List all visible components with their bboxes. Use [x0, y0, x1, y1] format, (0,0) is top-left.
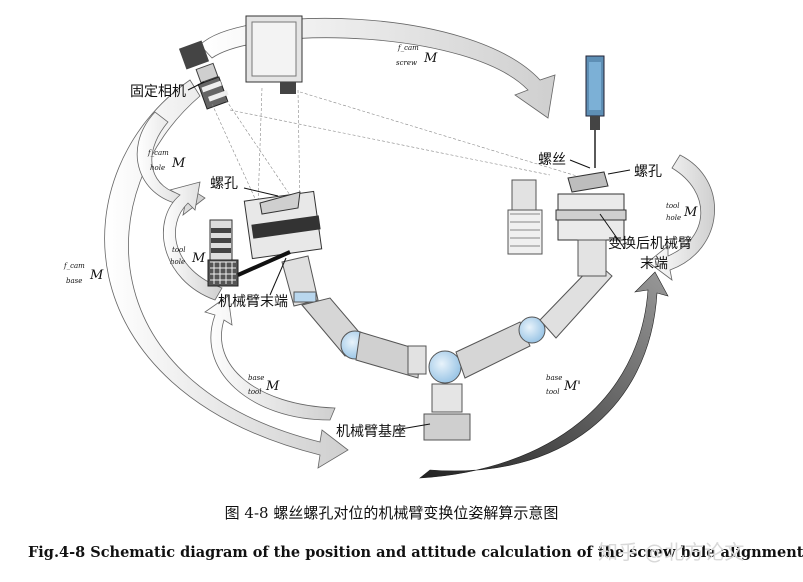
svg-text:M': M': [563, 379, 581, 394]
svg-text:M: M: [89, 268, 104, 283]
label-screw-hole-left: 螺孔: [210, 176, 238, 192]
transform-cam-base: f_cam base M: [63, 262, 104, 285]
label-fixed-camera: 固定相机: [130, 84, 186, 100]
transform-cam-hole: f_cam hole M: [147, 149, 186, 172]
svg-text:M: M: [171, 156, 186, 171]
arrow-base-to-tool: [204, 295, 336, 421]
svg-text:M: M: [683, 205, 698, 220]
svg-text:f_cam: f_cam: [397, 44, 419, 52]
svg-text:M: M: [265, 379, 280, 394]
label-transformed-end-2: 末端: [640, 256, 668, 272]
label-arm-base: 机械臂基座: [336, 423, 406, 440]
label-screw-hole-right: 螺孔: [634, 164, 662, 180]
right-end-effector: [507, 171, 627, 277]
svg-text:M: M: [423, 51, 438, 66]
transform-cam-screw: f_cam screw M: [396, 44, 438, 67]
diagram-canvas: 固定相机 螺孔 机械臂末端 机械臂基座 螺丝 螺孔 变换后机械臂 末端 f_ca…: [63, 15, 715, 479]
svg-text:tool: tool: [546, 388, 559, 396]
label-transformed-end-1: 变换后机械臂: [608, 235, 692, 252]
svg-text:tool: tool: [248, 388, 261, 396]
diagram-svg: 固定相机 螺孔 机械臂末端 机械臂基座 螺丝 螺孔 变换后机械臂 末端 f_ca…: [63, 15, 715, 479]
svg-text:hole: hole: [170, 258, 185, 266]
transform-tool-hole-right: tool hole M: [666, 202, 698, 222]
svg-text:tool: tool: [666, 202, 679, 210]
transform-base-tool: base tool M: [248, 374, 280, 396]
arrow-cam-to-base: [104, 79, 349, 469]
small-camera: [178, 40, 229, 110]
svg-text:f_cam: f_cam: [147, 149, 169, 157]
left-end-effector: [207, 190, 323, 287]
svg-text:base: base: [66, 277, 82, 285]
label-screw: 螺丝: [538, 152, 566, 168]
leader-lines: [187, 81, 631, 431]
transform-tool-hole-left: tool hole M: [170, 246, 206, 266]
robot-arm: [281, 255, 613, 441]
transform-base-tool-prime: base tool M': [546, 374, 581, 396]
svg-text:base: base: [546, 374, 562, 382]
screwdriver: [585, 55, 605, 168]
caption-chinese: 图 4-8 螺丝螺孔对位的机械臂变换位姿解算示意图: [224, 504, 559, 522]
arrow-tool-to-hole-left: [163, 181, 223, 301]
label-arm-end: 机械臂末端: [218, 294, 288, 310]
svg-text:hole: hole: [150, 164, 165, 172]
svg-text:screw: screw: [396, 59, 417, 67]
camera-view-lines: [211, 87, 591, 211]
arrow-base-to-transformed-tool: [419, 271, 669, 479]
fixed-camera: [245, 15, 303, 94]
svg-text:tool: tool: [172, 246, 185, 254]
caption-english: Fig.4-8 Schematic diagram of the positio…: [28, 544, 803, 561]
svg-text:M: M: [191, 251, 206, 266]
arrow-tool-to-hole-right: [647, 154, 715, 281]
svg-text:base: base: [248, 374, 264, 382]
svg-text:f_cam: f_cam: [63, 262, 85, 270]
svg-text:hole: hole: [666, 214, 681, 222]
watermark: 知乎 @北方论文: [598, 540, 745, 564]
